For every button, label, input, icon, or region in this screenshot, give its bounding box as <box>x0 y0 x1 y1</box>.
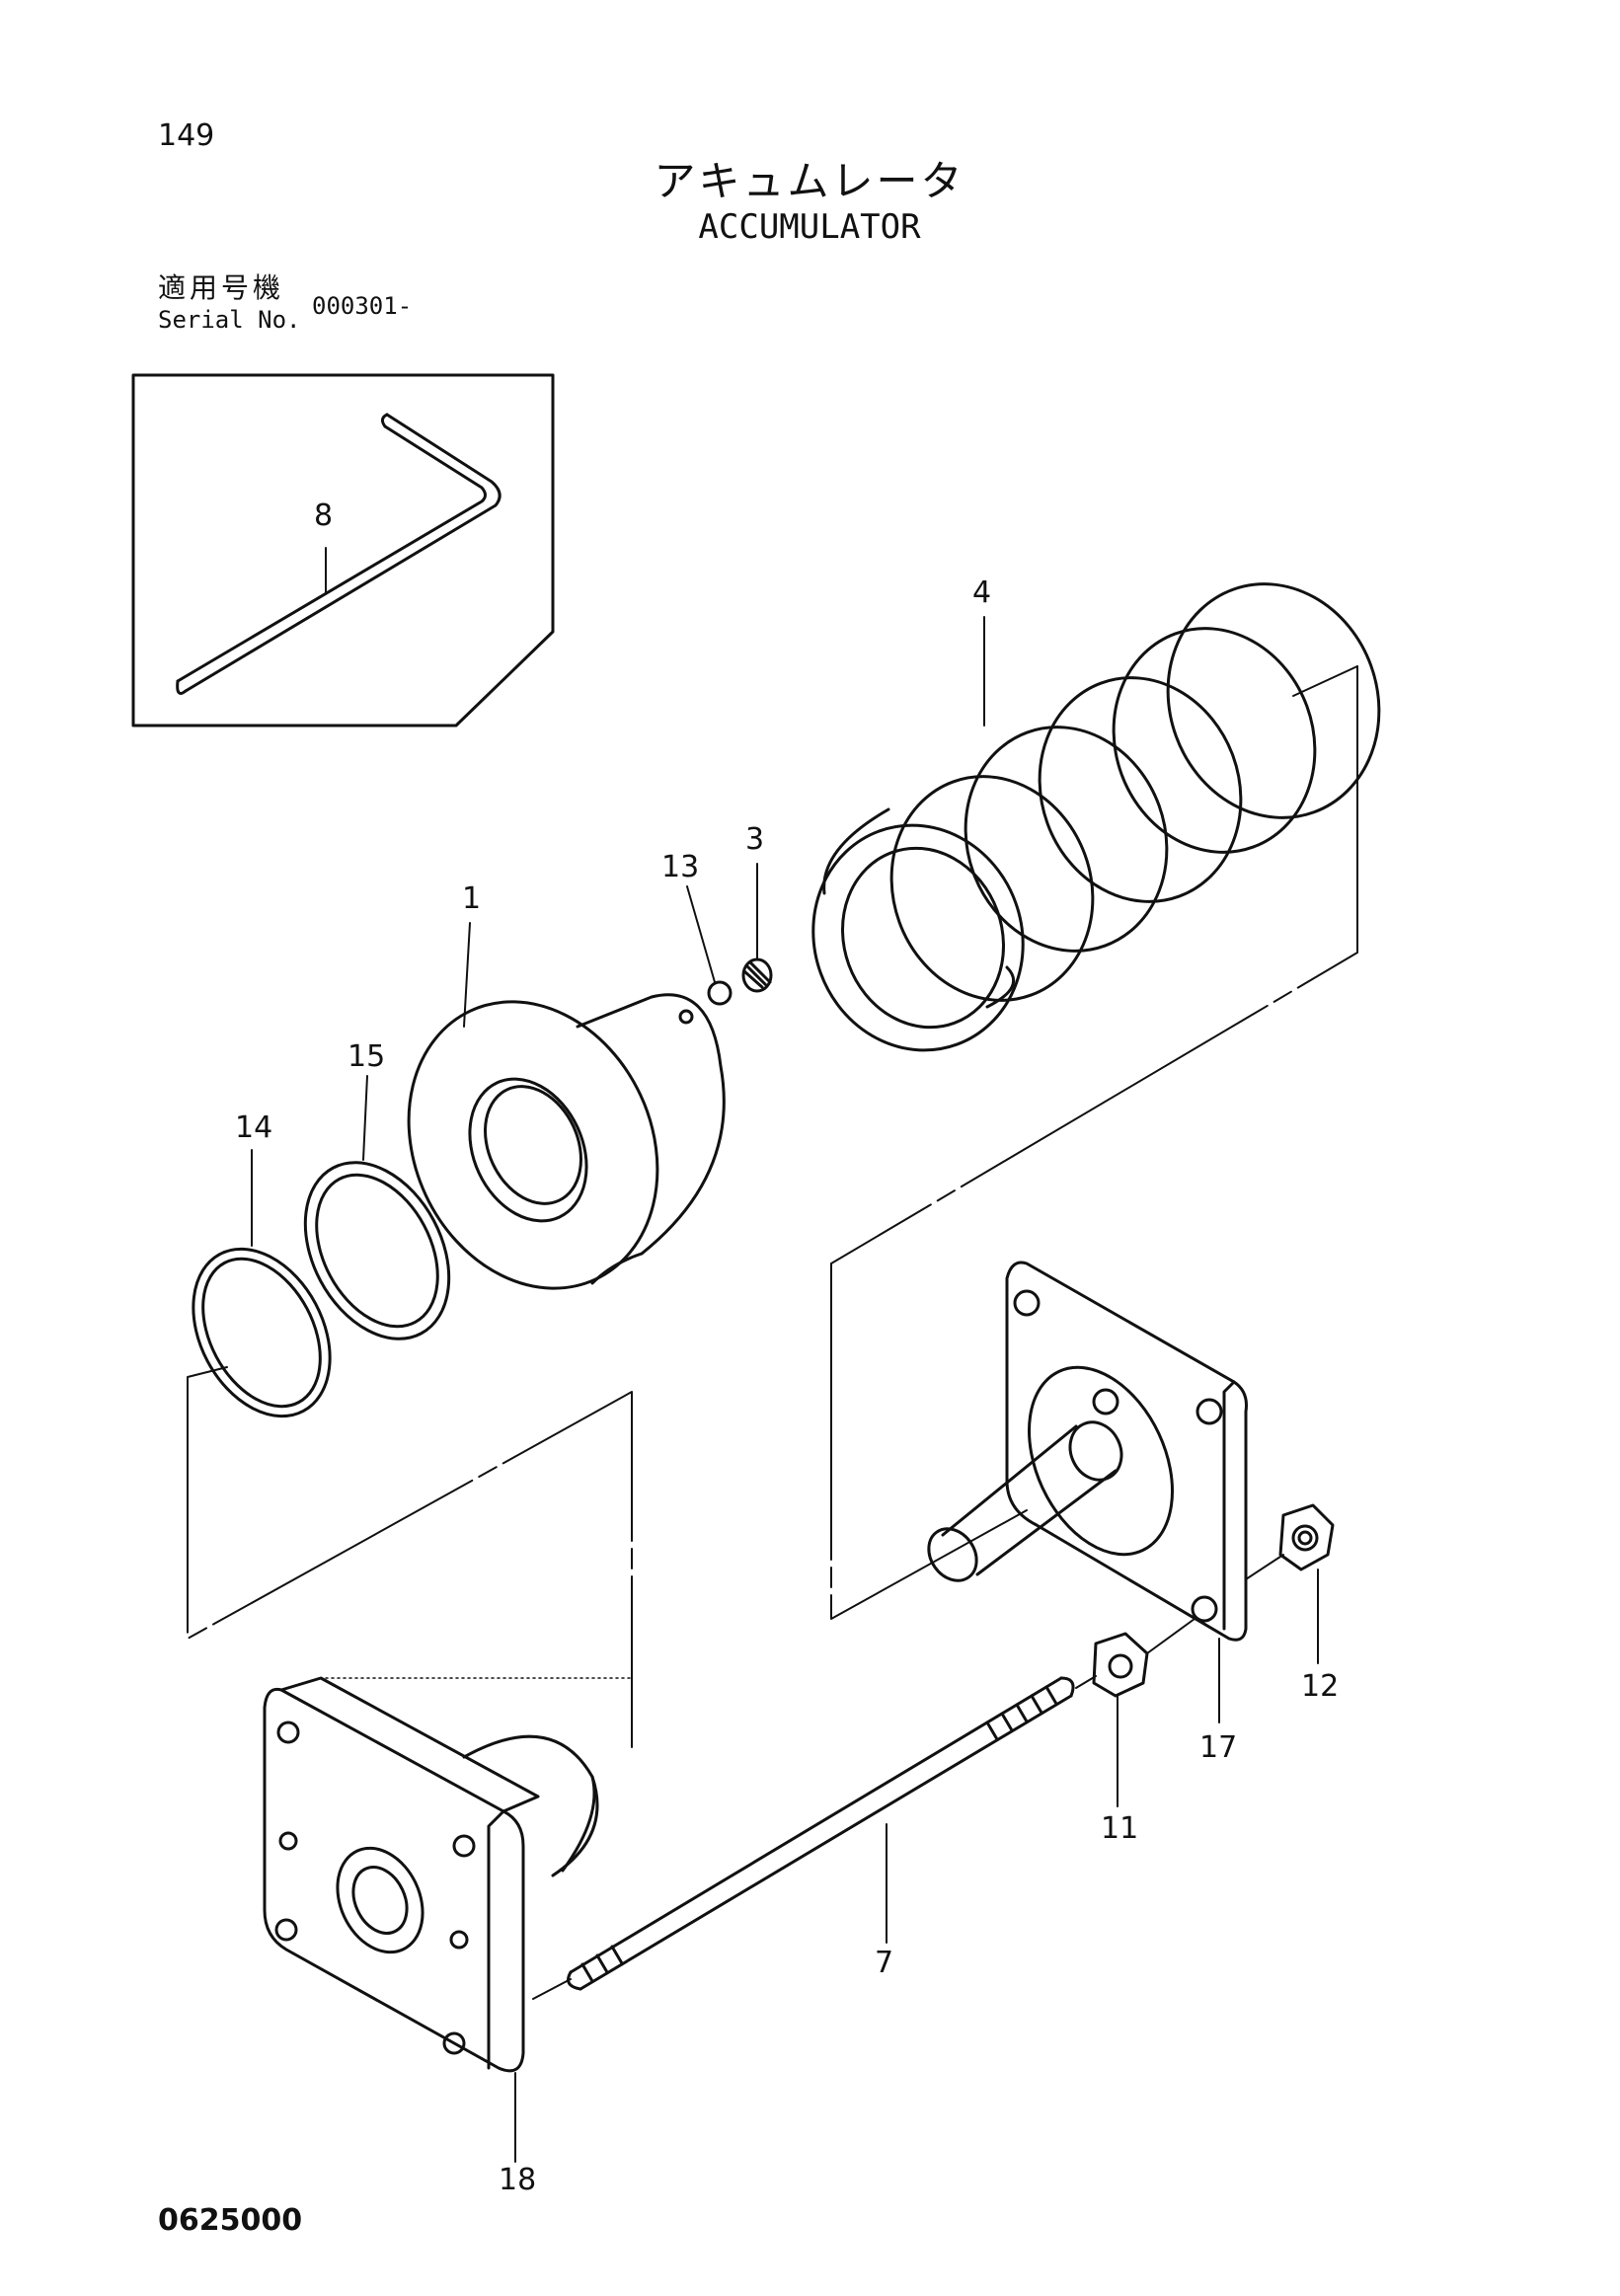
serial-label-japanese: 適用号機 <box>158 271 285 304</box>
right-flange-rod <box>927 1261 1248 1642</box>
callout-12: 12 <box>1301 1669 1339 1704</box>
backup-ring <box>192 1247 332 1418</box>
cylinder-body <box>407 993 726 1290</box>
nut-small <box>1092 1632 1149 1698</box>
spring-guide-line <box>1292 665 1358 697</box>
set-screw <box>741 957 773 993</box>
callout-7: 7 <box>875 1946 893 1980</box>
document-code: 0625000 <box>158 2203 303 2238</box>
right-guide-line <box>830 1263 1028 1620</box>
callout-17: 17 <box>1199 1730 1237 1765</box>
callout-13: 13 <box>661 850 699 884</box>
callout-labels: 8 4 3 13 1 15 14 12 17 11 7 18 <box>235 498 1339 2197</box>
spring-guide-line <box>830 665 1358 1264</box>
coil-spring <box>811 582 1381 1052</box>
callout-3: 3 <box>745 822 764 857</box>
o-ring <box>303 1161 451 1340</box>
title-english: ACCUMULATOR <box>698 207 921 247</box>
callout-18: 18 <box>499 2163 536 2197</box>
callout-1: 1 <box>462 881 481 916</box>
title-japanese: アキュムレータ <box>654 157 965 205</box>
page-number: 149 <box>158 118 215 153</box>
serial-label-english: Serial No. <box>158 306 301 334</box>
callout-15: 15 <box>347 1039 385 1074</box>
left-guide-line <box>187 1366 633 1748</box>
nut-large <box>1278 1503 1335 1571</box>
serial-number-value: 000301- <box>312 292 413 320</box>
left-flange-block <box>263 1676 599 2073</box>
callout-11: 11 <box>1101 1811 1138 1846</box>
inset-box-hex-wrench <box>131 373 555 727</box>
bolt-guide-line <box>532 1675 1097 2000</box>
callout-4: 4 <box>972 575 991 610</box>
steel-ball <box>707 980 733 1006</box>
stud-bolt <box>567 1676 1075 1991</box>
nut-guide-line <box>1146 1618 1196 1654</box>
leader-lines <box>251 547 1319 2163</box>
nut-guide-line <box>1245 1554 1284 1580</box>
callout-14: 14 <box>235 1110 272 1145</box>
callout-8: 8 <box>314 498 333 533</box>
